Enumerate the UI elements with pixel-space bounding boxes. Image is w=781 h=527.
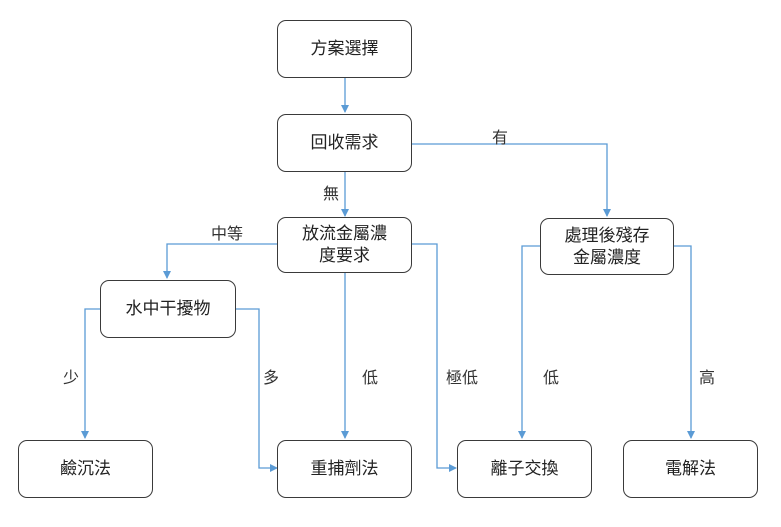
edge-discharge-to-ionexchange	[412, 243, 457, 472]
edge-interference-to-alkaline	[81, 308, 100, 439]
edge-recovery-to-residual	[412, 143, 611, 217]
node-ion-exchange: 離子交換	[457, 440, 592, 498]
edge-residual-to-ionexchange	[518, 245, 540, 439]
label-many: 多	[263, 368, 280, 387]
node-electrolysis: 電解法	[623, 440, 758, 498]
node-alkaline-precipitation: 鹼沉法	[18, 440, 153, 498]
label-yes: 有	[492, 128, 509, 147]
edge-discharge-to-interference	[163, 243, 278, 279]
label-low-chelation: 低	[362, 368, 379, 387]
node-chelation: 重捕劑法	[277, 440, 412, 498]
label-medium: 中等	[211, 224, 244, 243]
node-discharge-requirement: 放流金屬濃 度要求	[277, 217, 412, 273]
label-no: 無	[323, 184, 340, 203]
node-residual-concentration: 處理後殘存 金屬濃度	[540, 218, 674, 275]
node-recovery: 回收需求	[277, 114, 412, 172]
node-selection: 方案選擇	[277, 20, 412, 78]
edge-residual-to-electrolysis	[674, 245, 695, 439]
edge-interference-to-chelation	[236, 308, 278, 472]
label-low-ionexchange: 低	[543, 368, 560, 387]
label-few: 少	[63, 368, 80, 387]
label-high: 高	[699, 368, 716, 387]
label-very-low: 極低	[446, 368, 479, 387]
node-interference: 水中干擾物	[100, 280, 236, 338]
